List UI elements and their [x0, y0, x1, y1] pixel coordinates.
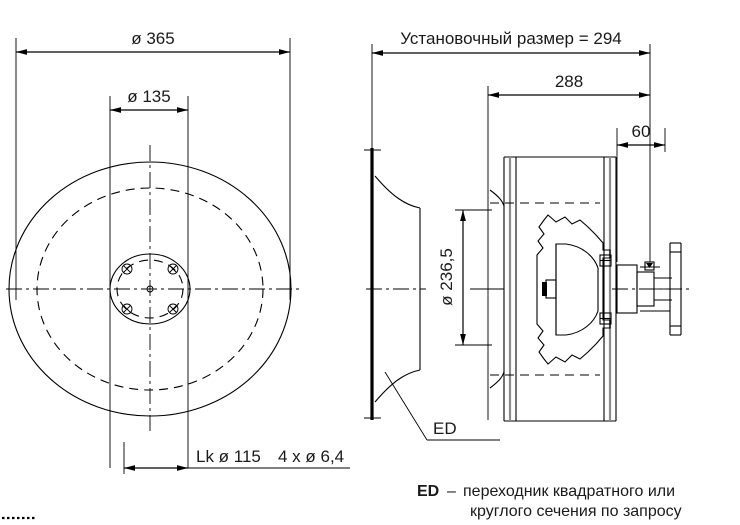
label-bolt-circle: Lk ø 115 — [196, 447, 261, 466]
ed-adapter-profile — [366, 175, 426, 403]
label-length-288: 288 — [555, 72, 583, 91]
label-projection-60: 60 — [632, 122, 651, 141]
motor-shaft-stub — [542, 279, 557, 299]
legend-code: ED — [417, 483, 439, 500]
extension-lines-outer — [15, 38, 291, 300]
bolt-circle-lk115 — [116, 259, 184, 319]
ed-leader-line — [384, 371, 500, 441]
bolt-hole — [167, 263, 179, 275]
dimension-projection-60 — [617, 128, 666, 152]
bolt-hole — [121, 263, 133, 275]
label-ed-adapter: ED — [433, 419, 457, 438]
legend-dash: – — [447, 483, 456, 500]
dimension-bolt-circle — [123, 442, 350, 474]
hub-circle-135 — [109, 253, 191, 325]
fan-casing — [503, 156, 617, 422]
inlet-nozzle-curves — [489, 189, 600, 389]
impeller-outline — [536, 214, 611, 365]
label-impeller-236: ø 236,5 — [437, 248, 456, 306]
mounting-flange-plate — [640, 242, 682, 336]
left-front-view: ø 365 ø 135 Lk ø 115 4 x ø 6,4 — [6, 29, 350, 474]
extension-lines-hub — [109, 96, 189, 468]
dimension-impeller-236 — [455, 209, 504, 346]
motor-shaft-assembly — [612, 261, 690, 314]
outer-circle-365 — [8, 161, 292, 417]
bolt-holes-group — [121, 263, 179, 315]
right-side-view: ED — [364, 29, 690, 441]
legend-line-1: переходник квадратного или — [463, 483, 675, 500]
shaft-center-mark — [146, 285, 154, 293]
legend-ed: ED – переходник квадратного или круглого… — [417, 483, 682, 520]
label-bolt-holes: 4 x ø 6,4 — [278, 447, 344, 466]
motor-body-section — [555, 243, 599, 336]
legend-line-2: круглого сечения по запросу — [470, 503, 682, 520]
blade-ring-hidden-circle — [36, 187, 264, 391]
bolt-hole — [121, 303, 133, 315]
label-inner-diameter: ø 135 — [127, 87, 170, 106]
mount-brackets — [599, 254, 612, 325]
bolt-hole — [167, 303, 179, 315]
label-outer-diameter: ø 365 — [131, 29, 174, 48]
label-mounting-294: Установочный размер = 294 — [400, 29, 622, 48]
